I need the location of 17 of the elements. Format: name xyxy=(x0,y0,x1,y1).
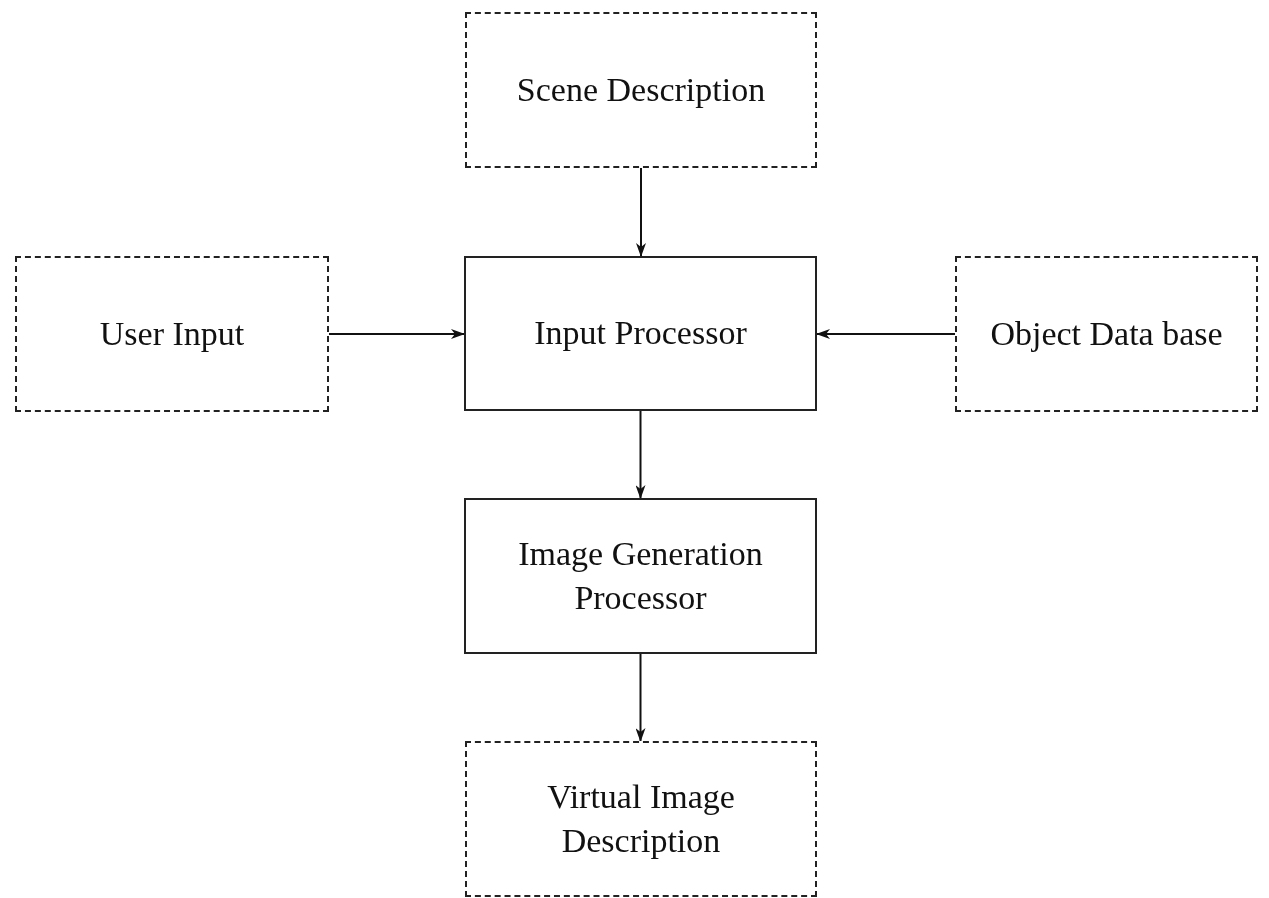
dashed-box xyxy=(15,256,329,412)
process-box xyxy=(464,256,817,411)
dashed-box xyxy=(955,256,1258,412)
arrow xyxy=(816,329,956,339)
arrow xyxy=(328,329,465,339)
arrow xyxy=(635,410,646,499)
dashed-box xyxy=(465,741,817,897)
arrow xyxy=(635,653,646,742)
node-label: Input Processor xyxy=(533,313,748,354)
node-label: Scene Description xyxy=(515,69,767,110)
node-label: Object Data base xyxy=(989,313,1224,354)
process-box xyxy=(464,498,817,654)
node-label: User Input xyxy=(98,313,246,354)
node-label: Virtual Image Description xyxy=(546,776,736,861)
dashed-box xyxy=(465,12,817,168)
arrow xyxy=(636,167,646,257)
node-label: Image Generation Processor xyxy=(517,533,764,618)
